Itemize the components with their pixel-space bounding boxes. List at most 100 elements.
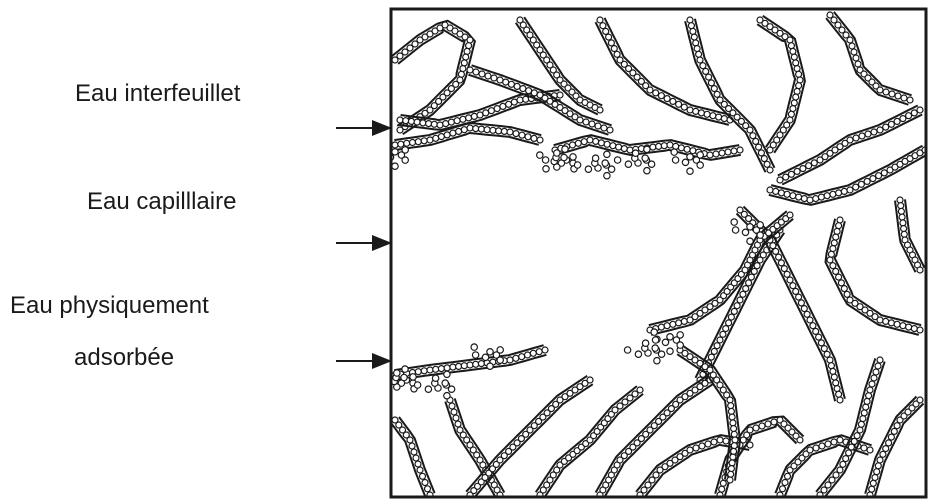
water-molecule: [717, 437, 723, 443]
water-molecule: [773, 188, 779, 194]
water-molecule: [728, 403, 734, 409]
water-molecule: [747, 127, 753, 133]
water-molecule: [460, 116, 466, 122]
water-molecule: [748, 274, 754, 280]
water-molecule: [397, 127, 403, 133]
water-molecule: [456, 128, 462, 134]
water-molecule: [791, 100, 797, 106]
water-molecule: [875, 463, 881, 469]
water-molecule: [694, 46, 700, 52]
water-molecule: [833, 268, 839, 274]
water-molecule: [746, 280, 752, 286]
water-molecule: [793, 94, 799, 100]
water-molecule: [500, 103, 506, 109]
water-molecule: [764, 161, 770, 167]
water-molecule: [871, 129, 877, 135]
water-molecule: [460, 66, 466, 72]
water-molecule: [833, 380, 839, 386]
water-molecule: [467, 67, 473, 73]
water-molecule: [782, 480, 788, 486]
water-molecule: [827, 357, 833, 363]
water-molecule: [478, 361, 484, 367]
water-molecule: [716, 114, 722, 120]
water-molecule: [837, 217, 843, 223]
water-molecule: [810, 323, 816, 329]
water-molecule: [383, 386, 389, 392]
water-molecule: [790, 48, 796, 54]
water-molecule: [402, 366, 408, 372]
water-molecule: [847, 187, 853, 193]
water-molecule: [831, 374, 837, 380]
water-molecule: [727, 477, 733, 483]
water-molecule: [570, 154, 576, 160]
water-molecule: [664, 323, 670, 329]
water-molecule: [731, 431, 737, 437]
water-molecule: [513, 131, 519, 137]
water-molecule: [837, 467, 843, 473]
water-molecule: [864, 398, 870, 404]
water-molecule: [883, 446, 889, 452]
water-molecule: [844, 291, 850, 297]
water-molecule: [740, 291, 746, 297]
water-molecule: [377, 372, 383, 378]
water-molecule: [734, 303, 740, 309]
water-molecule: [670, 321, 676, 327]
water-molecule: [895, 93, 901, 99]
water-molecule: [901, 231, 907, 237]
water-molecule: [595, 123, 601, 129]
water-molecule: [730, 454, 736, 460]
water-molecule: [720, 331, 726, 337]
water-molecule: [851, 49, 857, 55]
water-molecule: [911, 110, 917, 116]
water-molecule: [537, 137, 543, 143]
water-molecule: [503, 79, 509, 85]
water-molecule: [589, 121, 595, 127]
water-molecule: [491, 75, 497, 81]
water-molecule: [865, 131, 871, 137]
water-molecule: [427, 367, 433, 373]
water-molecule: [788, 171, 794, 177]
water-molecule: [625, 161, 631, 167]
water-molecule: [651, 329, 657, 335]
water-molecule: [867, 387, 873, 393]
water-molecule: [874, 469, 880, 475]
water-molecule: [699, 443, 705, 449]
water-molecule: [608, 166, 614, 172]
water-molecule: [781, 266, 787, 272]
water-molecule: [676, 101, 682, 107]
water-molecule: [574, 162, 580, 168]
water-molecule: [846, 450, 852, 456]
water-molecule: [703, 68, 709, 74]
water-molecule: [456, 363, 462, 369]
water-molecule: [870, 176, 876, 182]
water-molecule: [511, 99, 517, 105]
water-molecule: [449, 403, 455, 409]
water-molecule: [687, 168, 693, 174]
water-molecule: [742, 229, 748, 235]
water-molecule: [847, 37, 853, 43]
water-molecule: [785, 473, 791, 479]
water-molecule: [796, 83, 802, 89]
water-molecule: [813, 445, 819, 451]
water-molecule: [536, 349, 542, 355]
water-molecule: [836, 190, 842, 196]
water-molecule: [894, 321, 900, 327]
water-molecule: [444, 393, 450, 399]
water-molecule: [705, 441, 711, 447]
water-molecule: [687, 154, 693, 160]
water-molecule: [592, 155, 598, 161]
water-molecule: [833, 234, 839, 240]
water-molecule: [453, 415, 459, 421]
water-molecule: [543, 166, 549, 172]
water-molecule: [777, 177, 783, 183]
water-molecule: [530, 350, 536, 356]
water-molecule: [717, 337, 723, 343]
water-molecule: [438, 134, 444, 140]
water-molecule: [587, 137, 593, 143]
water-molecule: [880, 451, 886, 457]
water-molecule: [783, 174, 789, 180]
water-molecule: [747, 224, 753, 230]
water-molecule: [606, 34, 612, 40]
water-molecule: [519, 132, 525, 138]
water-molecule: [729, 460, 735, 466]
